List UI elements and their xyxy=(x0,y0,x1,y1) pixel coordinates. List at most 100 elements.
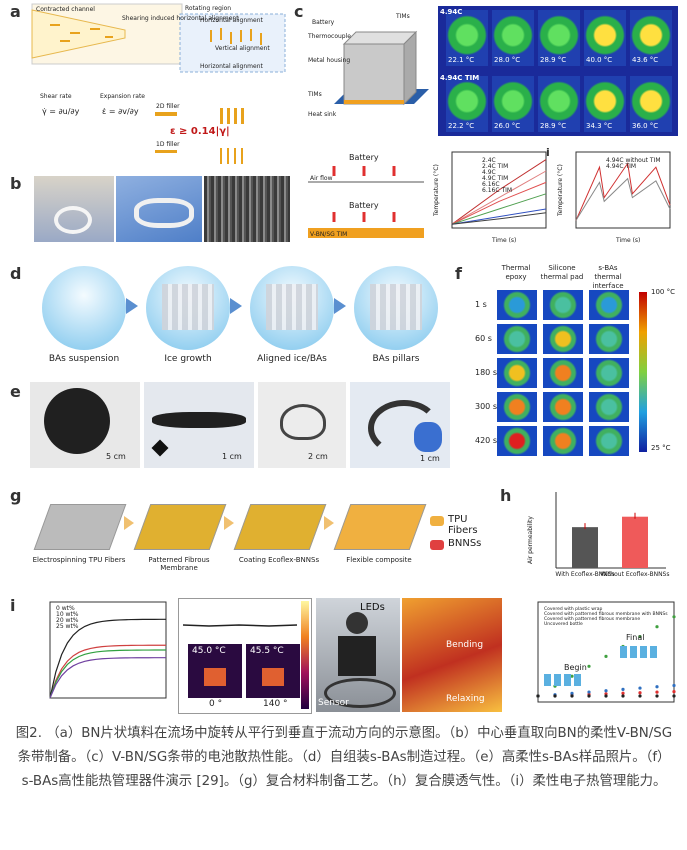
assembly-step-label: Ice growth xyxy=(164,354,212,364)
thermal-cell xyxy=(497,392,537,422)
thermocouple-label: Thermocouple xyxy=(307,33,351,40)
series-line xyxy=(49,657,167,699)
thermal-temp-label: 34.3 °C xyxy=(586,122,613,130)
arrow-icon xyxy=(334,298,346,314)
angle-label-1: 0 ° xyxy=(209,699,223,709)
svg-text:γ̇ = ∂u/∂y: γ̇ = ∂u/∂y xyxy=(42,107,80,116)
data-point xyxy=(587,664,591,668)
series-line xyxy=(49,618,167,699)
thermal-cell xyxy=(543,324,583,354)
legend-entry: Covered with plastic wrap xyxy=(544,606,603,612)
legend-entry: 6.16C TIM xyxy=(482,187,512,194)
fiber-icon xyxy=(430,516,444,526)
y-axis-label: Air permeability xyxy=(527,516,534,564)
series-line xyxy=(451,170,547,225)
thermal-cell xyxy=(543,358,583,388)
bottle-icon xyxy=(544,674,551,686)
legend-entry: 6.16C xyxy=(482,181,500,188)
thermal-temp-label: 40.0 °C xyxy=(586,56,613,64)
thermal-image: 22.1 °C xyxy=(446,10,488,66)
thermal-knee-photo: Bending Relaxing xyxy=(402,598,502,712)
thermal-cell xyxy=(589,392,629,422)
thermal-cell xyxy=(543,392,583,422)
final-label: Final xyxy=(626,633,644,642)
sem-image xyxy=(204,176,290,242)
y-axis-label: Temperature (°C) xyxy=(557,164,564,217)
thermal-cell xyxy=(589,426,629,456)
thermal-temp-label: 22.2 °C xyxy=(448,122,475,130)
fabrication-step-label: Patterned Fibrous Membrane xyxy=(148,556,210,572)
data-point xyxy=(536,694,540,698)
vbn-tim-label: V-BN/SG TIM xyxy=(310,231,347,238)
panel-label-g: g xyxy=(10,486,22,505)
expansion-rate-label: Expansion rate xyxy=(100,93,145,100)
bending-label: Bending xyxy=(446,640,484,650)
sensor-label: Sensor xyxy=(318,698,349,708)
series-line xyxy=(451,193,547,225)
angle-label-2: 140 ° xyxy=(263,699,288,709)
data-point xyxy=(672,694,676,698)
legend-entry: 10 wt% xyxy=(56,611,79,618)
thermal-temp-label: 28.9 °C xyxy=(540,122,567,130)
vbn-strip-photo-1 xyxy=(34,176,114,242)
alignment-condition: ε ≥ 0.14|γ| xyxy=(170,126,230,137)
thermal-image: 34.3 °C xyxy=(584,76,626,132)
thermal-image: 40.0 °C xyxy=(584,10,626,66)
color-scale-bar xyxy=(639,292,647,452)
sbas-disk-photo: 5 cm xyxy=(30,382,140,468)
fabrication-step: Electrospinning TPU Fibers xyxy=(33,490,127,576)
thermal-row-label-2: 4.94C TIM xyxy=(440,74,480,82)
panel-b: b xyxy=(10,172,292,244)
data-point xyxy=(655,685,659,689)
panel-c: c Battery TIMs Thermocouple Metal housin… xyxy=(294,0,680,250)
scale-bar-3: 2 cm xyxy=(308,452,328,461)
contracted-channel-label: Contracted channel xyxy=(36,6,95,13)
data-point xyxy=(638,691,642,695)
metal-housing-label: Metal housing xyxy=(308,57,350,64)
panel-a: a Contracted channel Rotating region She… xyxy=(10,0,290,175)
column-header: Thermal epoxy xyxy=(501,264,531,281)
filler-1d-label: 1D filler xyxy=(156,141,180,148)
cyclist-photo: LEDs Sensor xyxy=(316,598,400,712)
bottle-icon xyxy=(620,646,627,658)
fabrication-step: Flexible composite xyxy=(333,490,427,576)
bottle-icon xyxy=(630,646,637,658)
x-axis-label: Time (s) xyxy=(491,237,516,244)
thermal-cell xyxy=(497,290,537,320)
thermal-image: 28.0 °C xyxy=(492,10,534,66)
series-line xyxy=(49,644,167,699)
y-axis-label: Temperature (°C) xyxy=(433,164,440,217)
data-point xyxy=(655,625,659,629)
begin-label: Begin xyxy=(564,663,587,672)
data-point xyxy=(570,694,574,698)
thermal-temp-label: 26.0 °C xyxy=(494,122,521,130)
thermal-temp-label: 36.0 °C xyxy=(632,122,659,130)
panel-label-b: b xyxy=(10,174,22,193)
relaxing-label: Relaxing xyxy=(446,694,485,704)
legend-entry: Covered with patterned fibrous membrane … xyxy=(544,611,668,617)
thermal-cell xyxy=(589,324,629,354)
panel-label-f: f xyxy=(455,264,462,283)
assembly-step: BAs suspension xyxy=(38,266,130,370)
data-point xyxy=(638,686,642,690)
thermal-image: 22.2 °C xyxy=(446,76,488,132)
time-label: 420 s xyxy=(475,436,497,445)
temp-reading-2: 45.5 °C xyxy=(250,646,284,656)
thermal-image: 26.0 °C xyxy=(492,76,534,132)
shearing-label: Shearing induced horizontal alignment xyxy=(122,15,239,22)
arrow-icon xyxy=(126,298,138,314)
data-point xyxy=(570,674,574,678)
assembly-step: Ice growth xyxy=(142,266,234,370)
legend-entry: 2.4C xyxy=(482,157,496,164)
horizontal-alignment-2-label: Horizontal alignment xyxy=(200,63,264,70)
data-point xyxy=(604,694,608,698)
data-point xyxy=(672,615,676,619)
thermal-cell xyxy=(589,358,629,388)
bottle-icon xyxy=(640,646,647,658)
time-label: 180 s xyxy=(475,368,497,377)
bottle-icon xyxy=(650,646,657,658)
